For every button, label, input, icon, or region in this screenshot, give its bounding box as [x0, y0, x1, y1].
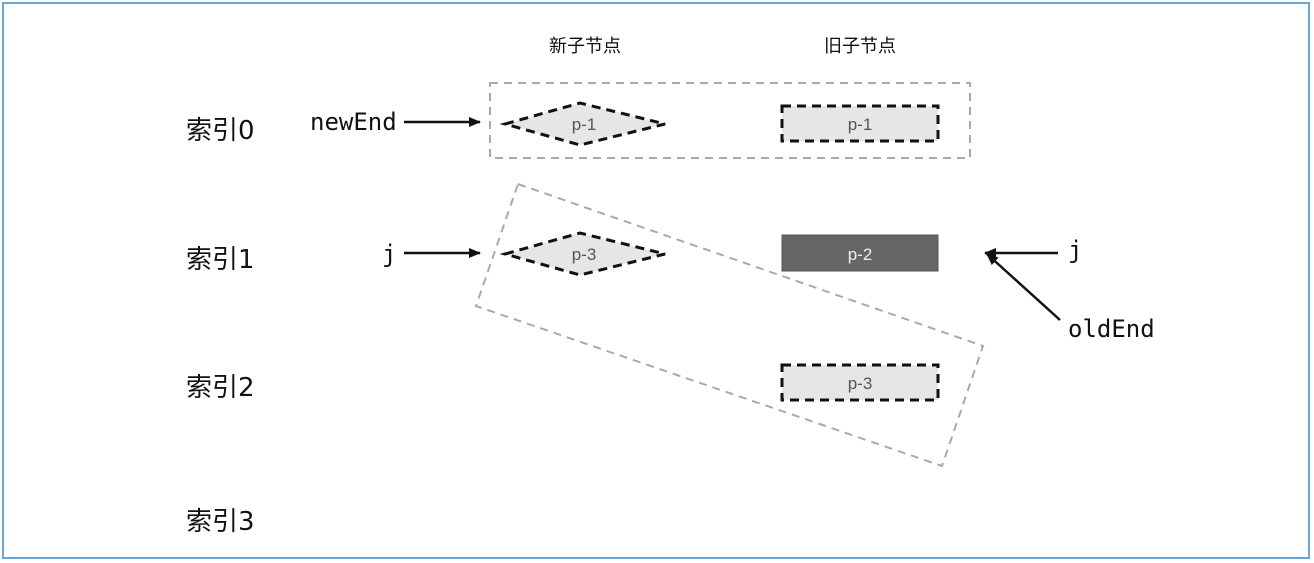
pointer-oldEnd-label: oldEnd	[1068, 315, 1155, 343]
pointer-j-left-label: j	[382, 240, 396, 268]
arrow-oldEnd	[986, 253, 1061, 321]
header-new-children: 新子节点	[549, 36, 621, 57]
old-node-p2: p-2	[781, 234, 939, 272]
index-label-0: 索引0	[186, 116, 255, 146]
pointer-newEnd-label: newEnd	[310, 108, 397, 136]
old-node-p1-label: p-1	[848, 115, 873, 134]
new-node-p3: p-3	[499, 231, 666, 277]
index-label-2: 索引2	[186, 373, 255, 403]
old-node-p2-label: p-2	[848, 245, 873, 264]
header-old-children: 旧子节点	[824, 36, 896, 57]
pointer-j-right-label: j	[1068, 236, 1082, 264]
old-node-p1: p-1	[780, 104, 940, 143]
index-label-3: 索引3	[186, 507, 255, 537]
new-node-p1: p-1	[499, 101, 666, 147]
index-label-1: 索引1	[186, 245, 255, 275]
group-box-diagonal	[474, 182, 985, 468]
group-box-row0	[489, 82, 971, 159]
new-node-p3-label: p-3	[572, 245, 597, 264]
new-node-p1-label: p-1	[572, 115, 597, 134]
old-node-p3: p-3	[780, 363, 940, 402]
old-node-p3-label: p-3	[848, 374, 873, 393]
